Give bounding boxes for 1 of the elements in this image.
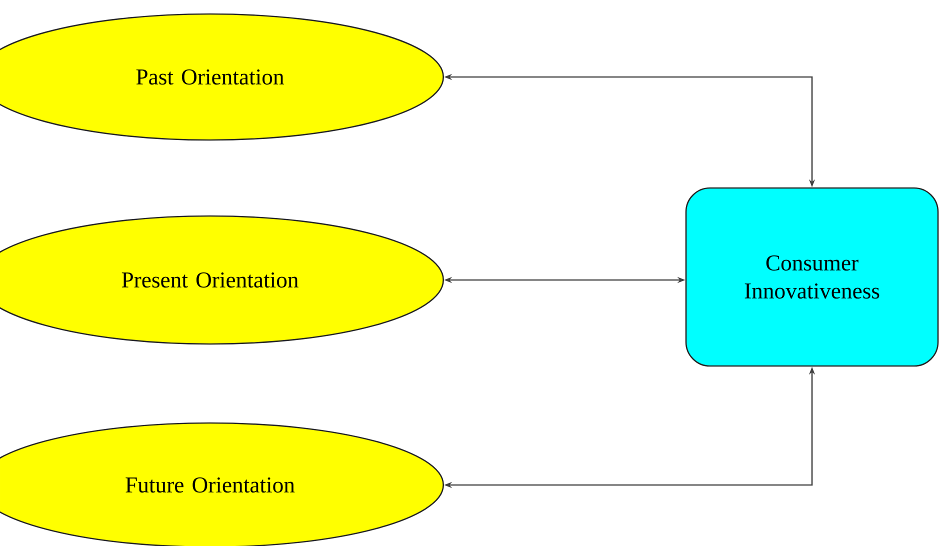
construct-box: Consumer Innovativeness	[685, 187, 939, 367]
